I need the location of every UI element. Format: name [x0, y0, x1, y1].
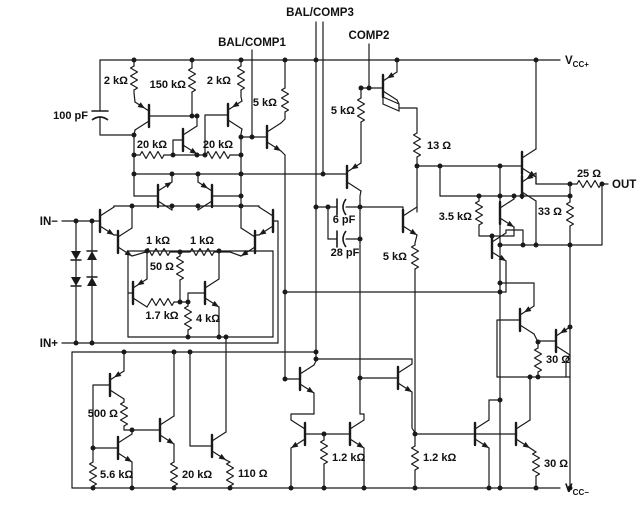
resistor-25-label: 25 Ω — [577, 168, 601, 180]
resistor-150k-label: 150 kΩ — [150, 79, 187, 91]
resistor-110-label: 110 Ω — [238, 468, 268, 480]
resistor-20k-c-label: 20 kΩ — [182, 469, 212, 481]
resistor-20k-a-label: 20 kΩ — [137, 139, 167, 151]
resistor-2k-b-label: 2 kΩ — [207, 75, 231, 87]
resistor-1k2-b-label: 1.2 kΩ — [423, 452, 456, 464]
resistor-1k-b-label: 1 kΩ — [190, 235, 214, 247]
resistor-5k-b-label: 5 kΩ — [331, 105, 355, 117]
resistor-3k5-label: 3.5 kΩ — [439, 211, 472, 223]
pin-bal-comp1: BAL/COMP1 — [218, 37, 286, 49]
resistor-5k-c-label: 5 kΩ — [383, 251, 407, 263]
capacitor-28pf-label: 28 pF — [331, 247, 360, 259]
resistor-1k-a-label: 1 kΩ — [146, 235, 170, 247]
resistor-30-b-label: 30 Ω — [544, 458, 568, 470]
capacitor-100pf-label: 100 pF — [53, 110, 88, 122]
pin-vcc-plus: VCC+ — [565, 55, 589, 69]
pin-out: OUT — [612, 179, 636, 191]
pin-vcc-minus: VCC− — [565, 483, 589, 497]
resistor-1k2-a-label: 1.2 kΩ — [332, 452, 365, 464]
resistor-50-label: 50 Ω — [150, 261, 174, 273]
resistor-13-label: 13 Ω — [427, 140, 451, 152]
pin-in-minus: IN− — [40, 216, 59, 228]
resistor-4k-label: 4 kΩ — [196, 313, 220, 325]
pin-in-plus: IN+ — [40, 338, 59, 350]
resistor-20k-b-label: 20 kΩ — [203, 139, 233, 151]
resistor-5k6-label: 5.6 kΩ — [100, 469, 133, 481]
resistor-500-label: 500 Ω — [88, 408, 118, 420]
resistor-30-a-label: 30 Ω — [546, 354, 570, 366]
pin-bal-comp3: BAL/COMP3 — [286, 7, 354, 19]
resistor-2k-a-label: 2 kΩ — [104, 75, 128, 87]
capacitor-6pf-label: 6 pF — [333, 214, 356, 226]
resistor-1k7-label: 1.7 kΩ — [145, 310, 178, 322]
pin-comp2: COMP2 — [349, 30, 390, 42]
resistor-5k-a-label: 5 kΩ — [253, 97, 277, 109]
circuit-graphics — [61, 21, 609, 491]
resistor-33-label: 33 Ω — [538, 206, 562, 218]
